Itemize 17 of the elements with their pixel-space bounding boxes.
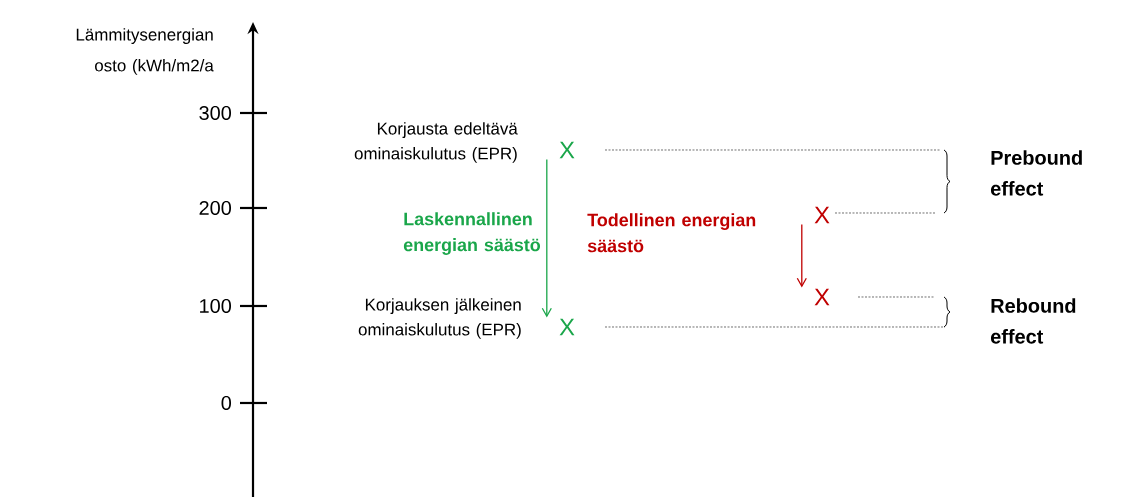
- effect-label: Rebound effect: [991, 298, 1076, 344]
- tick-label: 300: [199, 105, 231, 121]
- effect-label: Prebound effect: [991, 150, 1082, 196]
- arrow: [541, 158, 552, 318]
- tick-label: 200: [199, 200, 231, 216]
- x-marker: X: [814, 206, 830, 224]
- tick-label: 100: [200, 298, 231, 314]
- tick-label: 0: [221, 395, 231, 411]
- axis-title: Lämmitysenergian osto (kWh/m2/a: [76, 28, 214, 75]
- value-label: Korjausta edeltävä ominaiskulutus (EPR): [354, 122, 518, 163]
- x-marker: X: [559, 318, 575, 336]
- value-label: Korjauksen jälkeinen ominaiskulutus (EPR): [358, 298, 521, 339]
- edge-label: Laskennallinen energian säästö: [403, 212, 540, 255]
- x-marker: X: [814, 288, 830, 306]
- edge-label: Todellinen energian säästö: [587, 213, 756, 253]
- arrow: [796, 223, 807, 288]
- x-marker: X: [559, 141, 575, 159]
